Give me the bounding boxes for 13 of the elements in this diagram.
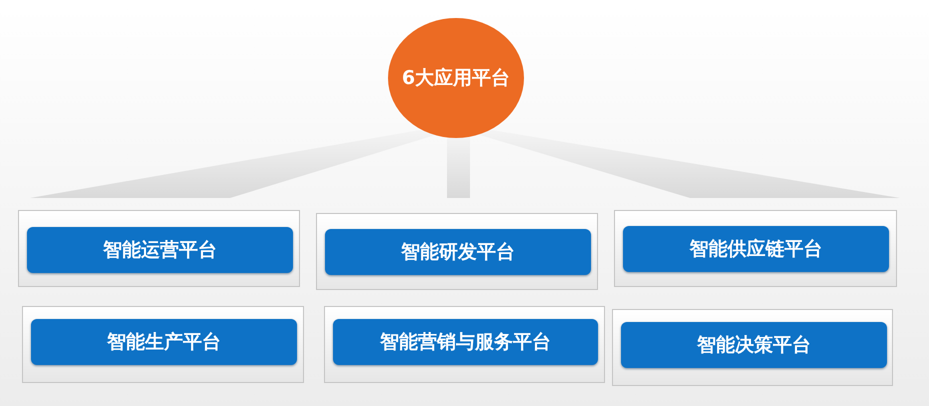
platform-box: 智能营销与服务平台 [333,319,598,365]
platform-box: 智能生产平台 [31,319,297,365]
platform-panel [612,309,893,386]
platform-panel [18,210,300,287]
platform-box: 智能决策平台 [621,322,887,368]
platform-circle: 6大应用平台 [388,18,524,138]
platform-box: 智能供应链平台 [623,226,889,272]
platform-box: 智能运营平台 [27,227,293,273]
platform-panel [316,213,598,290]
platform-panel [324,306,605,383]
platform-panel [22,306,304,383]
platform-panel [614,210,897,287]
platform-box: 智能研发平台 [325,229,591,275]
